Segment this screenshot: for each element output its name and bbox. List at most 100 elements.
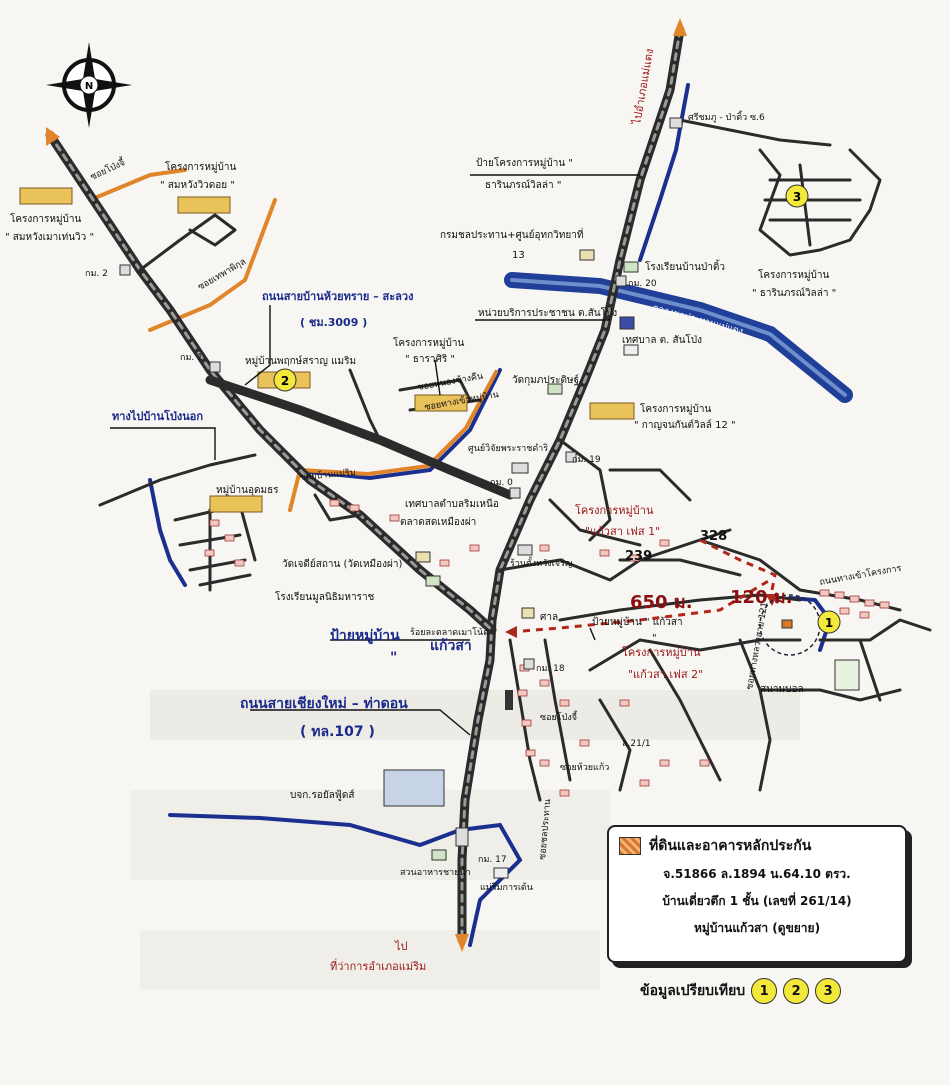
comparable-3-marker[interactable] [785,184,809,208]
sasiri-label-2: " ธาราศิริ " [405,354,455,365]
scan-artifact [140,930,600,990]
side-road-label: ถนนทางเข้าโครงการ [819,563,903,588]
north-direction-label: ไปอำเภอแม่แตง [630,48,656,127]
kaewsa-phase2-label-1: โครงการหมู่บ้าน [622,645,701,659]
street-thanarin [678,118,832,147]
comparable-1-marker[interactable] [817,610,841,634]
street [598,698,632,792]
east-canal [788,596,833,652]
street [138,213,237,272]
leader-line [110,427,216,460]
street [558,438,612,542]
somwang-wiew-doi-label-2: " สมหวังวิวดอย " [160,180,235,191]
thanarin-sign-label-1: ป้ายโครงการหมู่บ้าน " [476,156,573,169]
sasiri-label-1: โครงการหมู่บ้าน [393,336,465,349]
distance-route-120 [699,538,777,601]
irrigation-number: 13 [512,250,525,261]
kaewsa-phase1-label-1: โครงการหมู่บ้าน [575,503,654,517]
legend-box: ที่ดินและอาคารหลักประกัน จ.51866 ล.1894 … [607,825,907,963]
kanjanakan-label-1: โครงการหมู่บ้าน [640,402,712,415]
central-canal-edge [288,370,498,512]
udomthorn-label: หมู่บ้านอุดมธร [216,484,279,496]
bridge-icon [455,827,469,847]
kaewsa-village-sign-label-1: ป้ายหมู่บ้าน " แก้วสา [592,616,683,628]
street [798,163,812,247]
comparable-1-number: 1 [825,616,833,630]
somwang-mountain-label-1: โครงการหมู่บ้าน [10,212,82,225]
football-field-label: สนามบอล [760,684,804,695]
street [738,638,772,792]
plot-239-label: 239 [625,549,652,564]
distance-route-650 [509,578,771,634]
side-road-label: ซอยโป่งจี้ [540,710,578,723]
chiang-mai-road-label: ถนนสายเชียงใหม่ – ท่าดอน [240,694,408,712]
bridge-icon [669,117,683,129]
comparable-3-badge[interactable]: 3 [815,978,842,1004]
street-kaewsa [498,528,732,582]
km19-label: กม. 19 [572,455,601,465]
landmark-icons [119,249,639,879]
comparable-1-badge[interactable]: 1 [751,978,778,1004]
scan-artifact [130,790,610,880]
street [548,498,642,547]
distance-120-label: 120 ม. [730,587,793,608]
huai-sai-road-label: ถนนสายบ้านห้วยทราย – สะลวง [262,290,413,303]
route-arrow [505,626,517,638]
leader-line [250,709,471,736]
to-pong-nok-label: ทางไปบ้านโป่งนอก [112,409,203,423]
leader-line [589,627,596,641]
shop-label: ร้านตั้งหวังเจริญ [510,556,573,569]
comparables-label: ข้อมูลเปรียบเทียบ [640,983,746,999]
street [638,638,802,652]
side-road-label: ซอยห้วยแก้ว [560,762,609,773]
comparable-2-marker[interactable] [273,368,297,392]
south-destination-label: ที่ว่าการอำเภอแม่ริม [330,958,426,973]
legend-building-line: บ้านเดี่ยวตึก 1 ชั้น (เลขที่ 261/14) [662,894,852,908]
street [543,638,572,782]
street [818,618,932,642]
route-arrow [766,594,778,606]
km0-label: กม. 0 [490,478,513,488]
pa-tiw-school-label: โรงเรียนบ้านป่าติ้ว [645,259,725,273]
km18-label: กม. 18 [536,664,565,674]
huai-sai-road-code: ( ชม.3009 ) [300,316,367,329]
legend-title-row: ที่ดินและอาคารหลักประกัน [619,835,895,857]
public-service-label: หน่วยบริการประชาชน ต.สันโป่ง [478,306,617,319]
leader-line [434,359,441,396]
subject-property-marker [781,619,793,629]
street [398,378,472,402]
irrigation-label: กรมชลประทาน+ศูนย์อุทกวิทยาที่ [440,227,583,241]
street [173,503,257,562]
kaewsa-phase2-label-2: "แก้วสา เฟส 2" [628,668,703,681]
street [198,573,252,587]
km20-label: กม. 20 [628,279,657,289]
comparable-3-number: 3 [793,190,801,204]
legend-deed-line: จ.51866 ล.1894 น.64.10 ตรว. [663,867,851,881]
bridge-icon [505,690,513,710]
km17-label: กม. 17 [478,855,507,865]
legend-title: ที่ดินและอาคารหลักประกัน [649,838,812,854]
market-sign-label: ร้อยละตลาดเมาโน้ต [410,627,489,638]
main-irrigation-canal-inner [510,278,847,397]
south-arrow-head [455,934,469,952]
south-direction-label: ไป [394,940,408,953]
west-canal [148,478,187,587]
highway-107-center [460,28,682,942]
street [508,638,542,802]
legend-village-line: หมู่บ้านแก้วสา (ดูขยาย) [693,921,821,935]
rim-nuea-municipality-label: เทศบาลตำบลริมเหนือ [405,498,499,510]
street [588,638,642,672]
side-road-label: ซอยเทพาพิกุล [196,256,248,292]
central-canal [308,368,502,481]
side-road-label: ซอยบ้านแม่ริม [299,467,356,483]
thanarin-project-label-2: " ธารินภรณ์วิลล่า " [752,287,836,299]
side-road-label: ซอยทางหลวงสาย 121 [745,601,770,690]
comparable-2-badge[interactable]: 2 [783,978,810,1004]
resort-label: แม่ริมการเด้น [480,882,533,893]
pruksaran-label: หมู่บ้านพฤกษ์สราญ แมริม [245,355,356,367]
kanjanakan-label-2: " กาญจนกันต์วิลล์ 12 " [634,419,736,431]
chiang-mai-road-code: ( ทล.107 ) [300,724,375,740]
royal-foods-label: บจก.รอยัลฟู้ดส์ [290,789,354,801]
market-label: ตลาดสดเหมืองผ่า [400,516,476,528]
